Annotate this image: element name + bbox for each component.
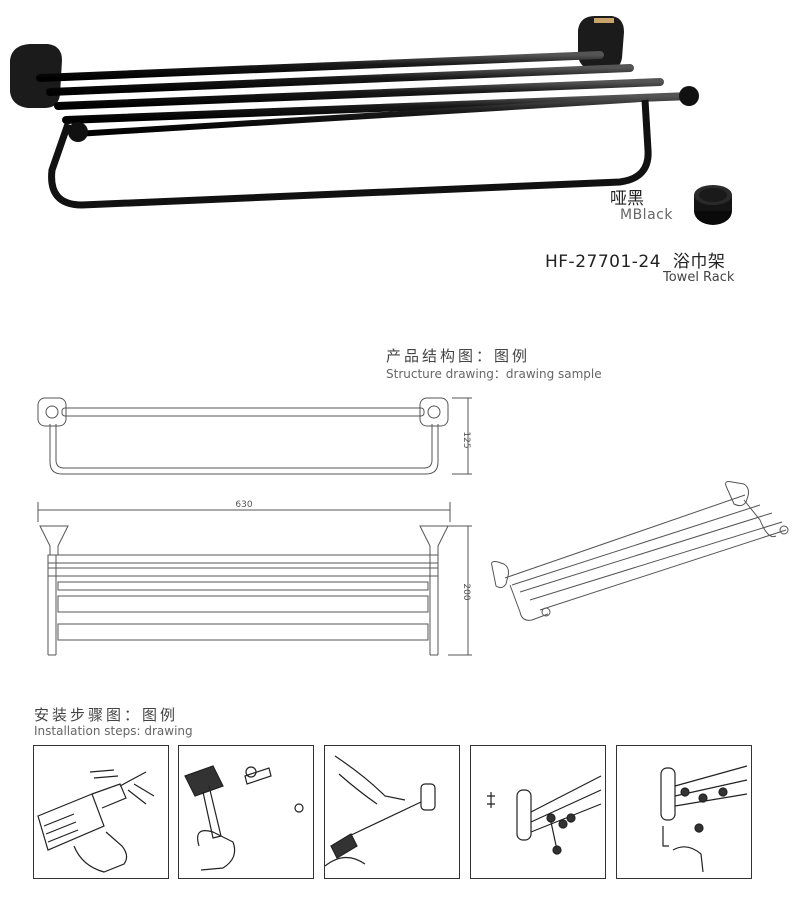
structure-title-en: Structure drawing：drawing sample — [386, 367, 602, 381]
right-wall-mount — [578, 16, 624, 70]
install-step-2-hammer — [178, 745, 314, 879]
front-view-left-bracket — [39, 525, 69, 556]
structure-drawings: 125 630 200 — [37, 397, 789, 656]
install-step-3-screw — [324, 745, 460, 879]
install-step-4-mount — [470, 745, 606, 879]
product-name-en: Towel Rack — [663, 270, 735, 285]
install-step-1-drill — [33, 745, 169, 879]
top-view-right-mount — [419, 397, 449, 427]
installation-title-en: Installation steps: drawing — [34, 724, 193, 738]
iso-left-mount — [491, 561, 509, 589]
iso-right-mount — [725, 481, 749, 507]
product-model: HF-27701-24 浴巾架 — [545, 247, 725, 272]
dim-width: 630 — [235, 500, 252, 510]
finish-name-en: MBlack — [620, 207, 673, 223]
install-step-5-tighten — [616, 745, 752, 879]
dim-height-front: 200 — [461, 583, 471, 600]
structure-title-cn: 产品结构图：图例 — [386, 347, 531, 365]
front-view-right-bracket — [419, 525, 449, 556]
top-view-left-mount — [37, 397, 67, 427]
product-model-number: HF-27701-24 — [545, 252, 662, 272]
finish-name-cn: 哑黑 — [610, 189, 644, 209]
dim-height-top: 125 — [461, 431, 471, 448]
finish-swatch — [694, 185, 732, 225]
installation-title-cn: 安装步骤图：图例 — [34, 706, 179, 724]
product-name-cn: 浴巾架 — [672, 252, 726, 272]
product-photo — [10, 16, 699, 209]
